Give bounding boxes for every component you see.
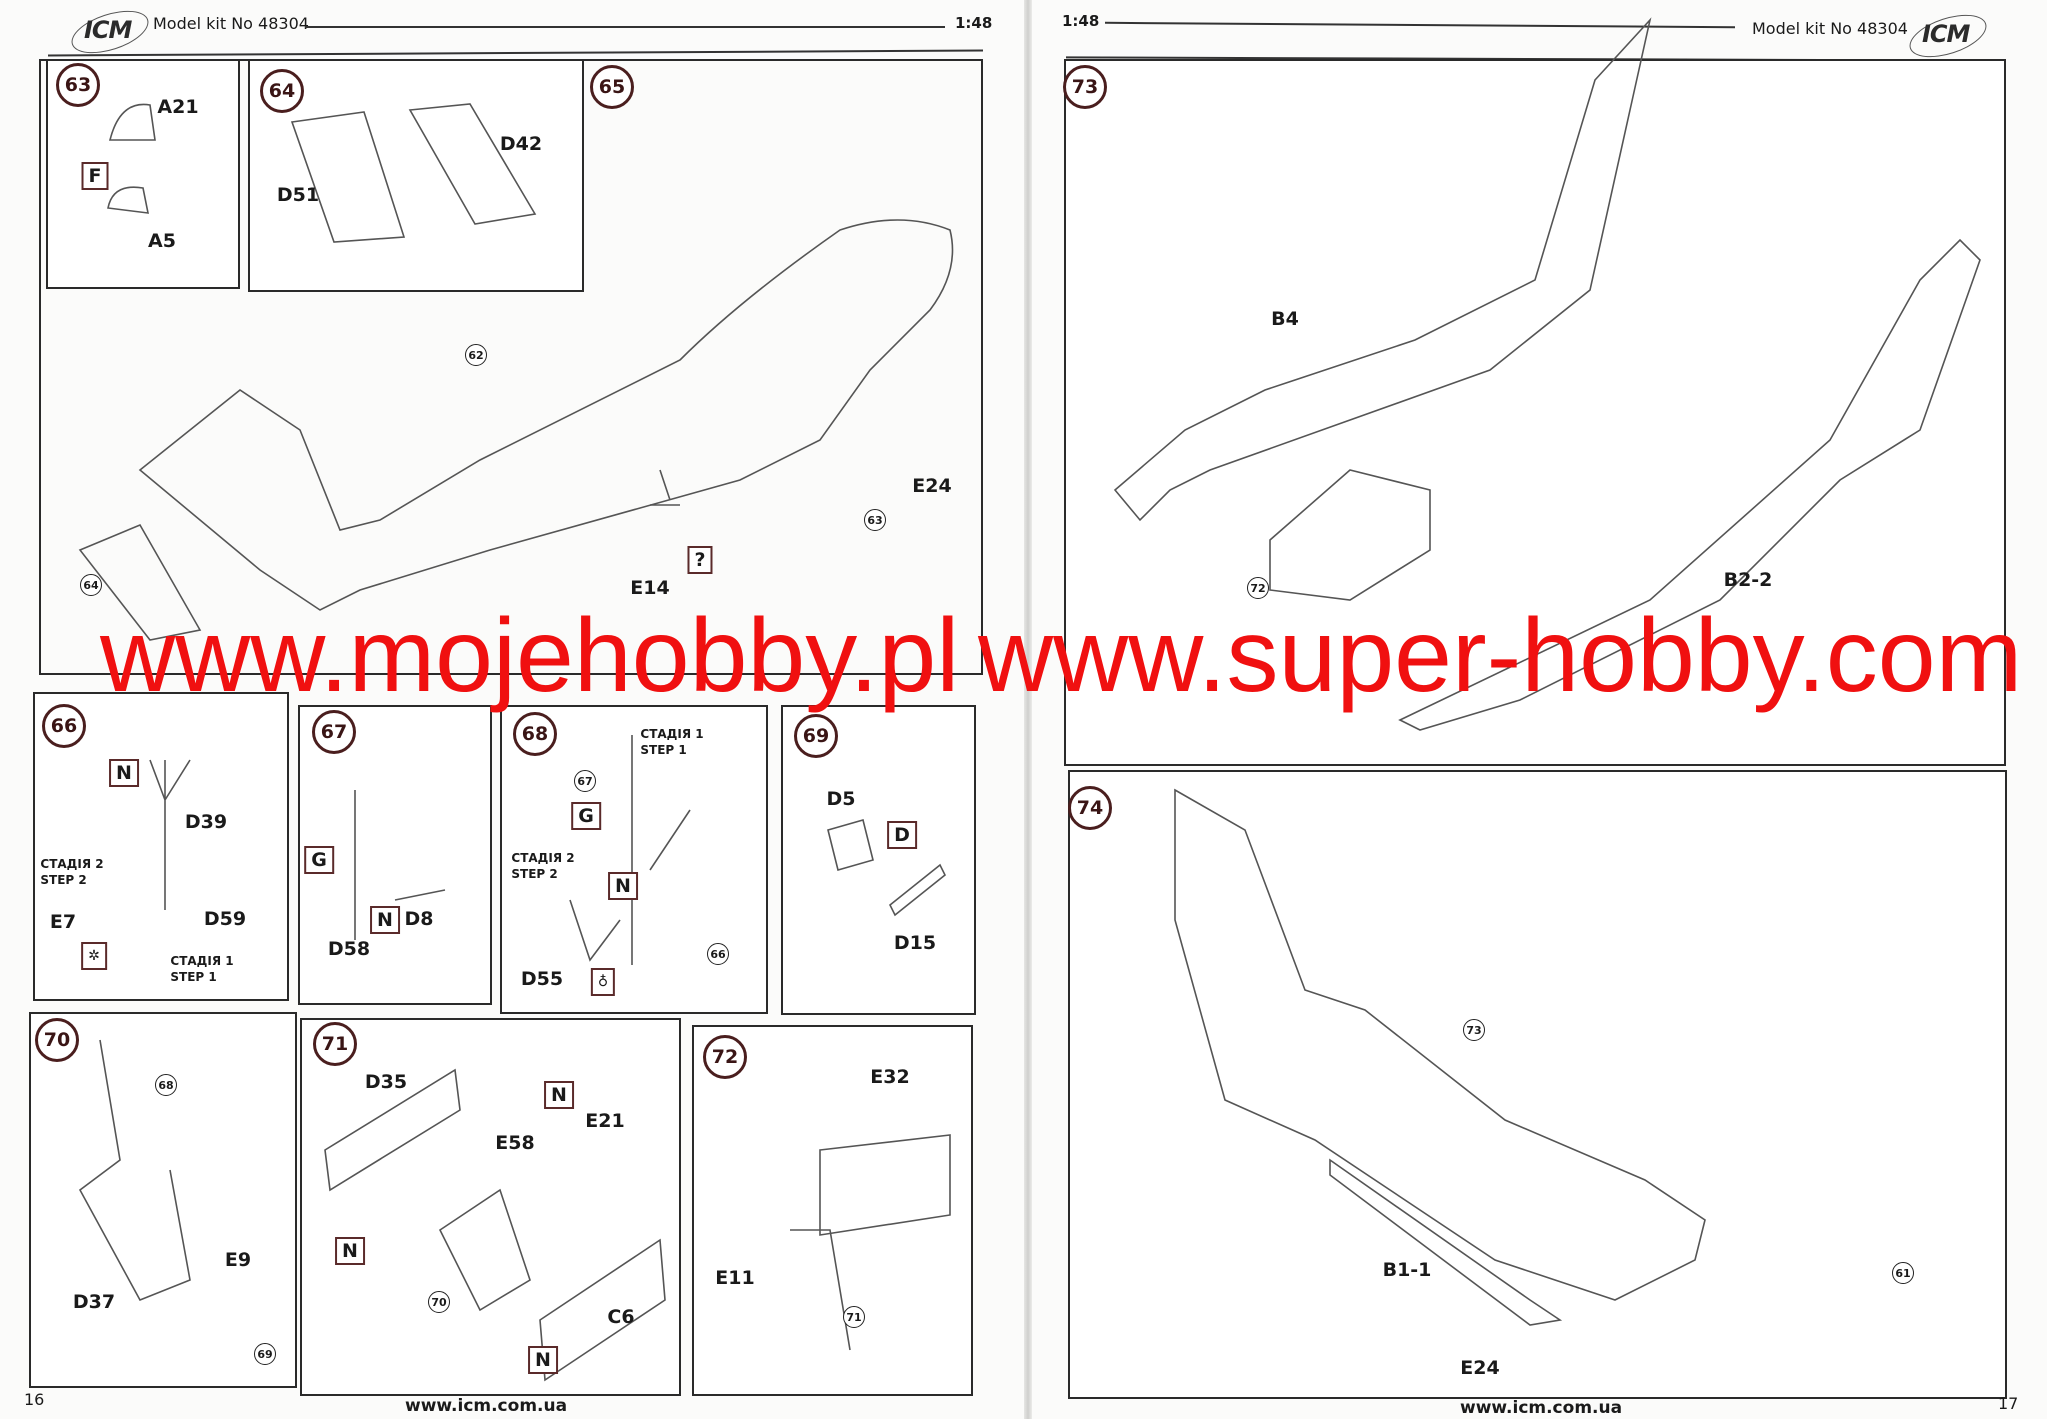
step-number: 72 bbox=[703, 1035, 747, 1079]
part-label: D51 bbox=[276, 184, 320, 206]
part-label: E32 bbox=[870, 1066, 910, 1088]
part-label: E7 bbox=[49, 911, 77, 933]
step-number: 64 bbox=[260, 69, 304, 113]
paint-code-box: N bbox=[370, 906, 400, 934]
paint-code-box: N bbox=[608, 872, 638, 900]
icm-logo: ICM bbox=[1904, 6, 1992, 66]
part-label: A5 bbox=[148, 230, 176, 252]
paint-code-box: N bbox=[109, 759, 139, 787]
part-label: D15 bbox=[893, 932, 937, 954]
logo-text: ICM bbox=[84, 16, 132, 44]
part-label: D55 bbox=[520, 968, 564, 990]
part-label: D5 bbox=[826, 788, 856, 810]
part-label: A21 bbox=[157, 96, 199, 118]
step-number: 67 bbox=[312, 710, 356, 754]
step-reference: 69 bbox=[254, 1343, 276, 1365]
step-reference: 64 bbox=[80, 574, 102, 596]
step-71-panel bbox=[300, 1018, 681, 1396]
scale-left: 1:48 bbox=[955, 14, 993, 32]
watermark-left: www.mojehobby.pl bbox=[100, 598, 960, 714]
step-number: 73 bbox=[1063, 65, 1107, 109]
glue-icon: ♁ bbox=[590, 968, 616, 996]
part-label: B1-1 bbox=[1382, 1259, 1432, 1281]
step-reference: 73 bbox=[1463, 1019, 1485, 1041]
step-65-panel bbox=[39, 59, 983, 675]
step-number: 68 bbox=[513, 712, 557, 756]
step-74-panel bbox=[1068, 770, 2007, 1399]
part-label: C6 bbox=[607, 1306, 635, 1328]
logo-text: ICM bbox=[1922, 20, 1970, 48]
part-label: B4 bbox=[1271, 308, 1299, 330]
glue-icon: ✲ bbox=[81, 942, 107, 970]
paint-code-box: F bbox=[81, 162, 109, 190]
step-number: 63 bbox=[56, 63, 100, 107]
step-number: 65 bbox=[590, 65, 634, 109]
part-label: D8 bbox=[404, 908, 434, 930]
step-70-panel bbox=[29, 1012, 297, 1388]
paint-code-box: G bbox=[571, 802, 601, 830]
stage-label: СТАДІЯ 2 STEP 2 bbox=[40, 857, 104, 887]
part-label: D42 bbox=[499, 133, 543, 155]
step-number: 66 bbox=[42, 704, 86, 748]
page-number-right: 17 bbox=[1998, 1394, 2019, 1413]
footer-website-left: www.icm.com.ua bbox=[405, 1396, 568, 1416]
paint-code-box: D bbox=[887, 821, 917, 849]
paint-code-box: N bbox=[544, 1081, 574, 1109]
header-rule bbox=[305, 26, 945, 28]
step-number: 71 bbox=[313, 1022, 357, 1066]
stage-label: СТАДІЯ 1 STEP 1 bbox=[170, 954, 234, 984]
part-label: D35 bbox=[364, 1071, 408, 1093]
part-label: B2-2 bbox=[1723, 569, 1773, 591]
part-label: D37 bbox=[72, 1291, 116, 1313]
paint-code-box: G bbox=[304, 846, 334, 874]
step-72-panel bbox=[692, 1025, 973, 1396]
part-label: E11 bbox=[715, 1267, 755, 1289]
step-reference: 67 bbox=[574, 770, 596, 792]
part-label: E58 bbox=[495, 1132, 535, 1154]
paint-code-box: ? bbox=[687, 546, 713, 574]
kit-number-right: Model kit No 48304 bbox=[1752, 19, 1908, 38]
stage-label: СТАДІЯ 2 STEP 2 bbox=[511, 851, 575, 881]
part-label: E24 bbox=[912, 475, 952, 497]
paint-code-box: N bbox=[335, 1237, 365, 1265]
kit-number-left: Model kit No 48304 bbox=[153, 14, 309, 33]
step-reference: 70 bbox=[428, 1291, 450, 1313]
part-label: D59 bbox=[203, 908, 247, 930]
footer-website-right: www.icm.com.ua bbox=[1460, 1398, 1623, 1418]
part-label: E24 bbox=[1460, 1357, 1500, 1379]
step-reference: 68 bbox=[155, 1074, 177, 1096]
scale-right: 1:48 bbox=[1062, 12, 1100, 30]
part-label: E14 bbox=[630, 577, 670, 599]
part-label: E9 bbox=[224, 1249, 252, 1271]
step-reference: 62 bbox=[465, 344, 487, 366]
step-reference: 72 bbox=[1247, 577, 1269, 599]
page-number-left: 16 bbox=[24, 1390, 45, 1409]
step-number: 74 bbox=[1068, 786, 1112, 830]
watermark-right: www.super-hobby.com bbox=[978, 598, 2023, 714]
part-label: D58 bbox=[327, 938, 371, 960]
page-gutter bbox=[1024, 0, 1032, 1419]
stage-label: СТАДІЯ 1 STEP 1 bbox=[640, 727, 704, 757]
step-reference: 63 bbox=[864, 509, 886, 531]
part-label: D39 bbox=[184, 811, 228, 833]
step-reference: 61 bbox=[1892, 1262, 1914, 1284]
step-number: 70 bbox=[35, 1018, 79, 1062]
paint-code-box: N bbox=[528, 1346, 558, 1374]
part-label: E21 bbox=[585, 1110, 625, 1132]
step-reference: 66 bbox=[707, 943, 729, 965]
step-reference: 71 bbox=[843, 1306, 865, 1328]
step-number: 69 bbox=[794, 714, 838, 758]
icm-logo: ICM bbox=[66, 2, 154, 62]
